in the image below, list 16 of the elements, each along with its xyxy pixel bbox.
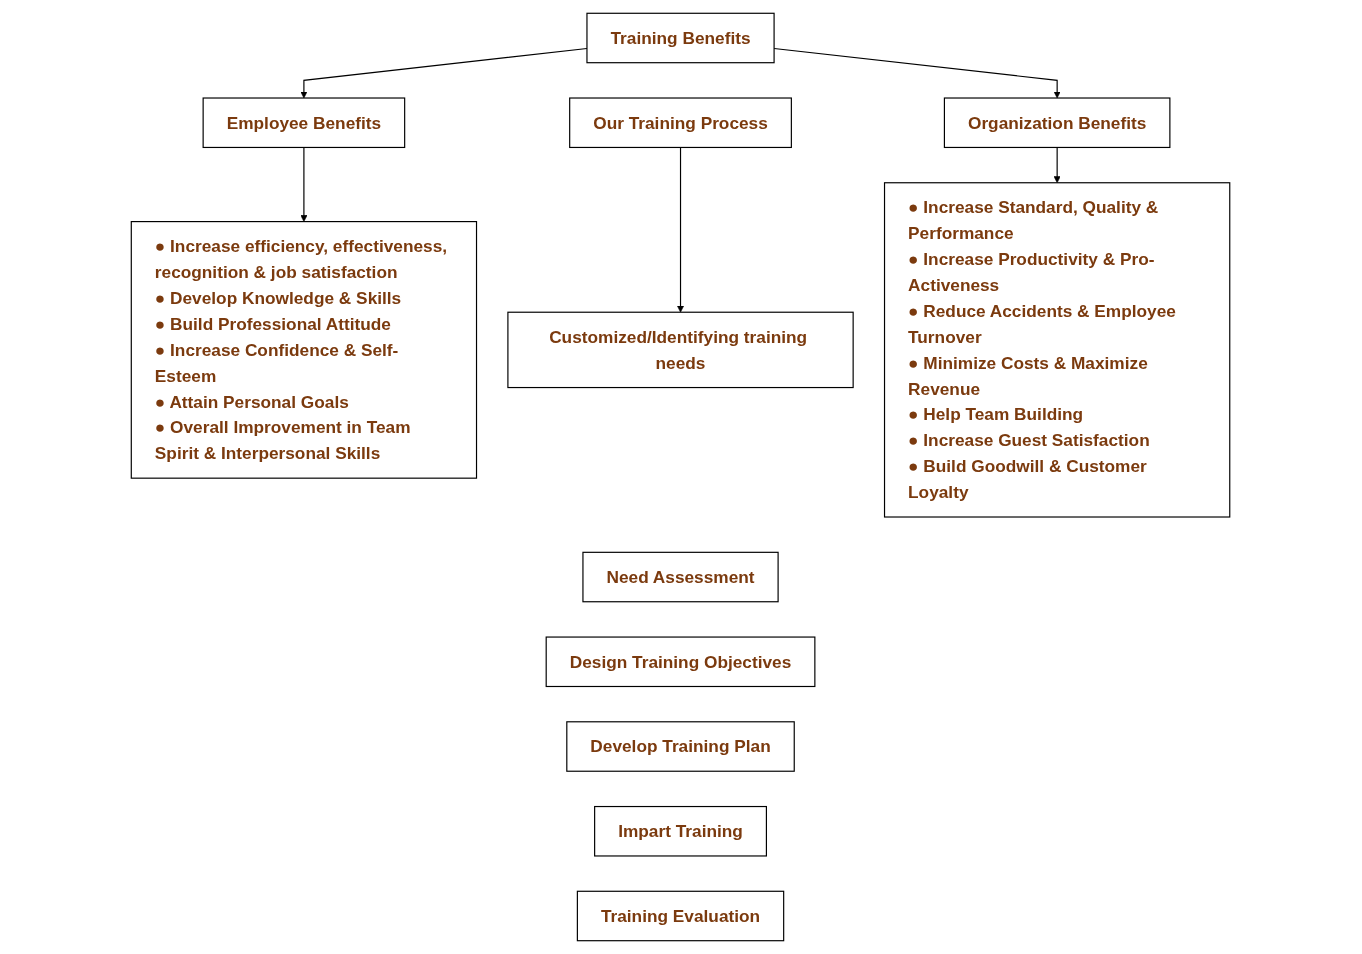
node-box: Impart Training bbox=[594, 805, 768, 857]
node-box: Training Evaluation bbox=[577, 890, 785, 942]
node-box: Design Training Objectives bbox=[546, 636, 816, 688]
node-box: Training Benefits bbox=[586, 12, 776, 64]
node-box: Customized/Identifying training needs bbox=[507, 311, 855, 389]
node-box: Our Training Process bbox=[569, 97, 793, 149]
node-box: Employee Benefits bbox=[203, 97, 406, 149]
node-box: ● Increase efficiency, effectiveness, recognition & job satisfaction ● Develop Knowledge & Skills ● Build Professional Attitude ● Increase Confidence & Self-Esteem ● Attain Personal Goals ● Overall Improvement in Team Spirit & Interpersonal Skills bbox=[131, 221, 478, 479]
arrow bbox=[300, 47, 588, 99]
node-box: Need Assessment bbox=[582, 551, 780, 603]
node-box: Organization Benefits bbox=[944, 97, 1171, 149]
arrow bbox=[300, 146, 308, 222]
node-box: Develop Training Plan bbox=[566, 721, 796, 772]
arrow bbox=[677, 146, 685, 313]
node-box: ● Increase Standard, Quality & Performance ● Increase Productivity & Pro-Activeness ● Reduce Accidents & Employee Turnover ● Minimize Costs & Maximize Revenue ● Help Team Building ● Increase Guest Satisfaction ● Build Goodwill & Customer Loyalty bbox=[884, 182, 1231, 518]
arrow bbox=[1054, 146, 1062, 184]
